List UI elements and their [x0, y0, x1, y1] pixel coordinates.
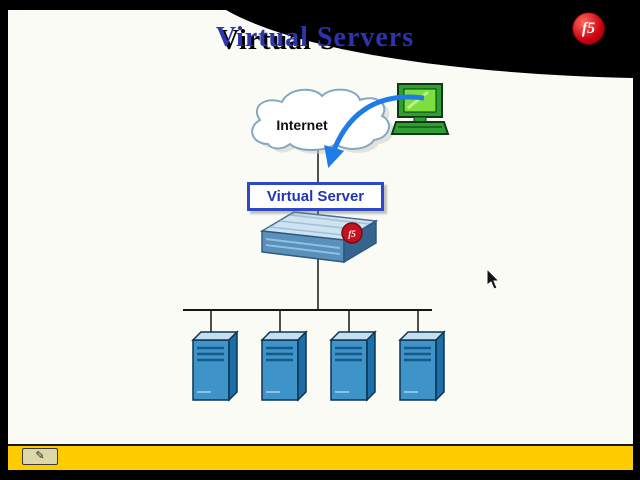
slide-title: Virtual Servers: [215, 22, 415, 53]
server-tower-4: [398, 330, 446, 402]
swoosh-shape: [226, 10, 633, 78]
virtual-server-label: Virtual Server: [266, 188, 365, 205]
f5-logo: f5: [573, 13, 604, 44]
server-tower-3: [329, 330, 377, 402]
mouse-cursor: [486, 267, 501, 290]
server-tower-1: [191, 330, 239, 402]
pencil-icon: ✎: [35, 450, 45, 462]
bottom-bar: [8, 444, 633, 470]
traffic-arrow: [324, 94, 425, 169]
appliance-f5-ball: [341, 222, 363, 244]
virtual-server-box: Virtual Server: [247, 182, 384, 211]
server-tower-2: [260, 330, 308, 402]
computer-icon: [390, 83, 450, 135]
bigip-appliance: f5: [259, 211, 379, 264]
appliance-f5-label: f5: [348, 229, 356, 239]
f5-logo-label: f5: [581, 19, 596, 37]
internet-label: Internet: [276, 117, 328, 133]
pencil-tool-button[interactable]: ✎: [22, 448, 58, 465]
